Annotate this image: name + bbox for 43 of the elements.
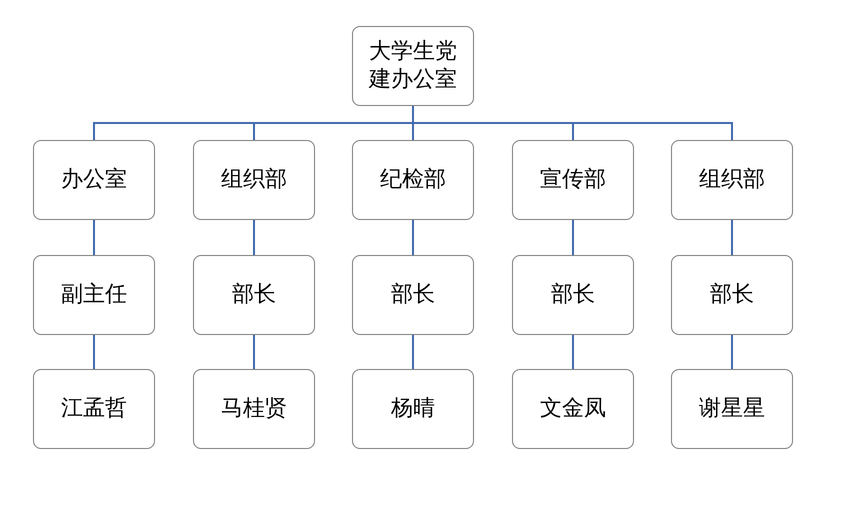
org-box <box>671 369 793 449</box>
org-unit-box <box>352 26 474 106</box>
box-label: 办公室 <box>61 166 127 194</box>
box-label: 大学生党建办公室 <box>368 38 458 94</box>
box-label: 杨晴 <box>391 395 435 423</box>
box-label: 文金凤 <box>540 395 606 423</box>
box-label: 谢星星 <box>699 395 765 423</box>
connector-line <box>731 335 733 369</box>
box-label: 马桂贤 <box>221 395 287 423</box>
box-label: 部长 <box>391 281 435 309</box>
org-box <box>33 255 155 335</box>
box-label: 副主任 <box>61 281 127 309</box>
connector-line <box>412 335 414 369</box>
org-box <box>33 369 155 449</box>
org-box <box>33 140 155 220</box>
box-label: 部长 <box>551 281 595 309</box>
connector-line <box>412 220 414 255</box>
box-label: 部长 <box>710 281 754 309</box>
org-box <box>671 140 793 220</box>
org-box <box>352 255 474 335</box>
connector-line <box>572 335 574 369</box>
connector-line <box>93 220 95 255</box>
org-box <box>512 140 634 220</box>
org-box <box>193 140 315 220</box>
box-label: 江孟哲 <box>61 395 127 423</box>
box-label: 组织部 <box>221 166 287 194</box>
connector-line <box>572 220 574 255</box>
org-box <box>512 255 634 335</box>
box-label: 宣传部 <box>540 166 606 194</box>
org-box <box>352 369 474 449</box>
connector-line <box>93 335 95 369</box>
connector-line <box>253 335 255 369</box>
box-label: 部长 <box>232 281 276 309</box>
org-box <box>193 255 315 335</box>
box-label: 组织部 <box>699 166 765 194</box>
org-box <box>352 140 474 220</box>
org-box <box>193 369 315 449</box>
connector-line <box>253 220 255 255</box>
org-box <box>512 369 634 449</box>
connector-line <box>412 106 733 140</box>
org-box <box>671 255 793 335</box>
connector-line <box>731 220 733 255</box>
box-label: 纪检部 <box>380 166 446 194</box>
